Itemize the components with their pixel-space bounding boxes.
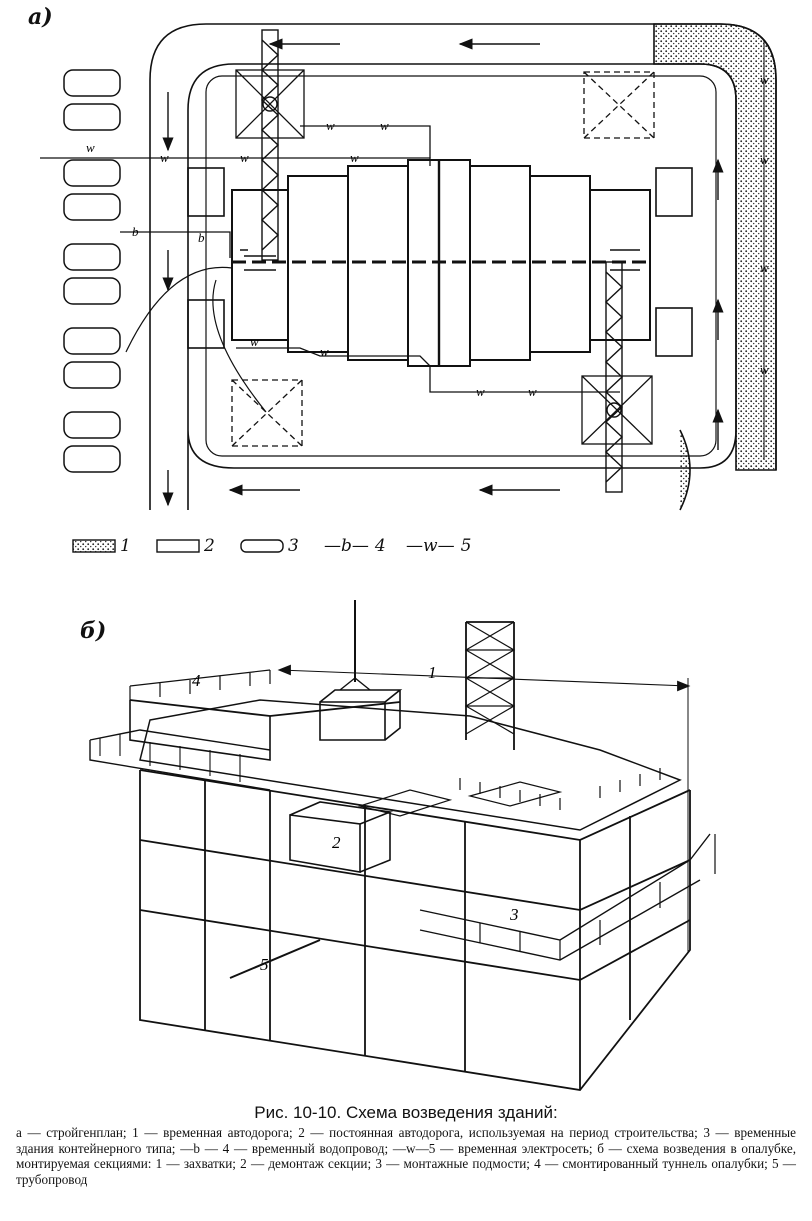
panel-a-label: а) [28,4,53,30]
building-plan [231,159,651,367]
legend-item-3: 3 [240,534,299,558]
b-mark: b [132,224,139,239]
w-mark: w [350,150,359,165]
caption-text: а — стройгенплан; 1 — временная автодоро… [16,1125,796,1187]
formwork-drawing: 1 2 3 4 5 [89,600,716,1091]
w-mark: w [380,118,389,133]
site-plan: а) [0,0,812,530]
legend-item-5: —w— 5 [406,536,472,556]
callout-5: 5 [260,955,269,974]
callout-4: 4 [192,671,201,690]
site-plan-drawing: w w w w w w w w w w b b w w w w [40,23,777,511]
panel-b-label: б) [80,618,107,644]
legend-item-4: —b— 4 [324,536,386,556]
legend-item-1: 1 [72,534,131,558]
formwork-scheme: б) [0,590,812,1095]
w-mark: w [476,384,485,399]
w-mark: w [326,118,335,133]
road-inner-edge [187,63,737,510]
callout-1: 1 [428,663,437,682]
w-mark: w [240,150,249,165]
callout-3: 3 [509,905,519,924]
callout-2: 2 [332,833,341,852]
w-mark: w [250,334,259,349]
figure-caption: Рис. 10-10. Схема возведения зданий: а —… [16,1103,796,1187]
legend: 1 2 3 —b— 4 —w— 5 [72,534,512,558]
water-line [120,231,231,258]
permanent-road [653,23,777,471]
temp-container-buildings [63,69,121,473]
caption-title: Рис. 10-10. Схема возведения зданий: [254,1103,558,1122]
power-line [40,125,620,393]
w-mark: w [160,150,169,165]
w-mark: w [86,140,95,155]
w-mark: w [528,384,537,399]
legend-item-2: 2 [156,534,215,558]
w-mark: w [320,344,329,359]
b-mark: b [198,230,205,245]
